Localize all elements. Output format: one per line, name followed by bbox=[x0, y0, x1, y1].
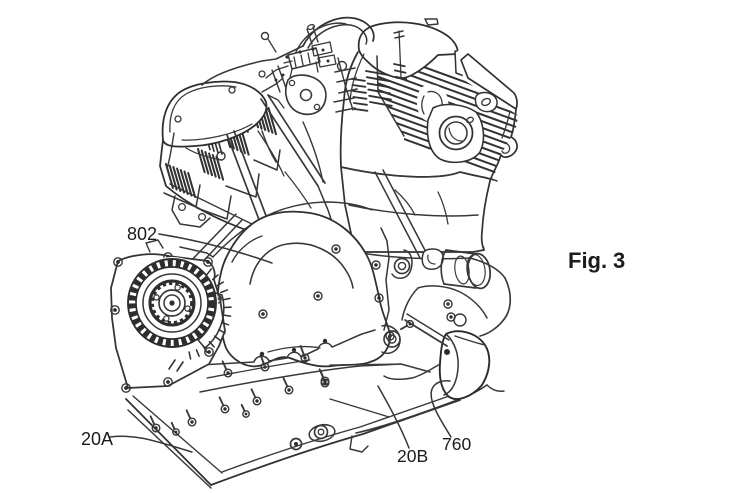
svg-text:Fig.: Fig. bbox=[568, 248, 607, 273]
svg-text:802: 802 bbox=[127, 224, 157, 244]
svg-text:20A: 20A bbox=[81, 429, 113, 449]
svg-text:3: 3 bbox=[613, 248, 625, 273]
svg-text:20B: 20B bbox=[397, 446, 428, 466]
svg-text:760: 760 bbox=[442, 434, 471, 454]
